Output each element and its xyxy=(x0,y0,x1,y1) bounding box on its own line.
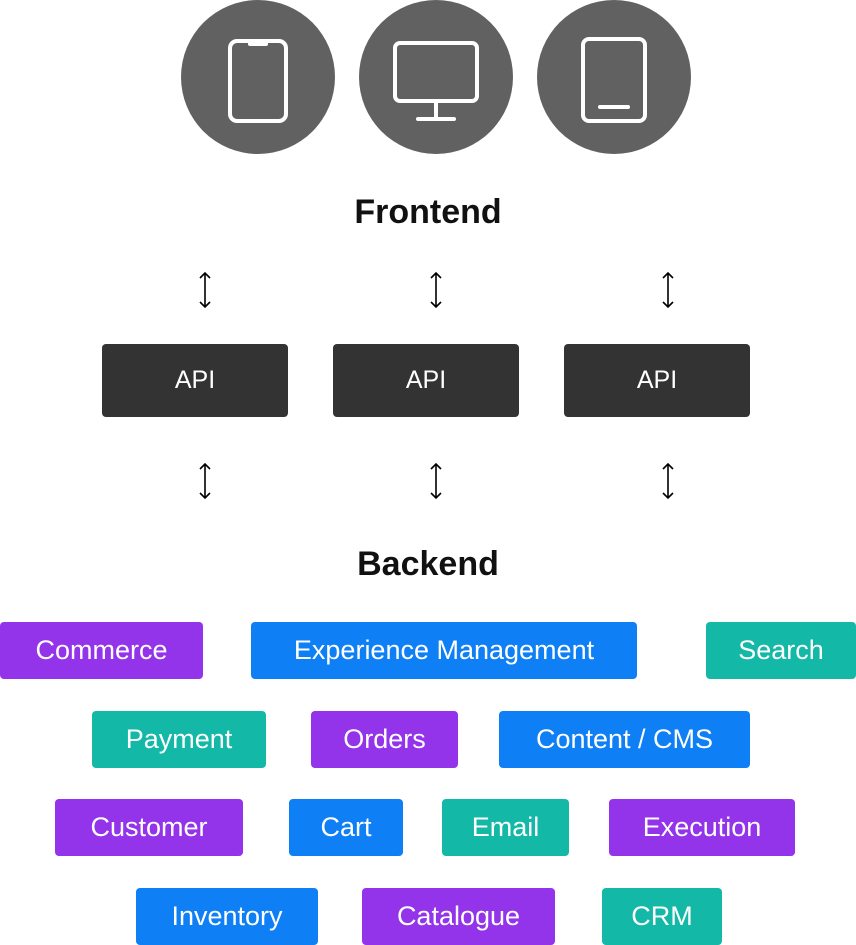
bidirectional-arrow-icon xyxy=(199,462,211,500)
device-phone xyxy=(181,0,335,154)
api-box: API xyxy=(102,344,288,417)
service-payment: Payment xyxy=(92,711,266,768)
service-customer: Customer xyxy=(55,799,243,856)
service-crm: CRM xyxy=(602,888,722,945)
service-inventory: Inventory xyxy=(136,888,318,945)
bidirectional-arrow-icon xyxy=(662,271,674,309)
service-catalogue: Catalogue xyxy=(362,888,555,945)
bidirectional-arrow-icon xyxy=(430,462,442,500)
api-box: API xyxy=(333,344,519,417)
api-box: API xyxy=(564,344,750,417)
bidirectional-arrow-icon xyxy=(662,462,674,500)
bidirectional-arrow-icon xyxy=(430,271,442,309)
service-commerce: Commerce xyxy=(0,622,203,679)
device-tablet xyxy=(537,0,691,154)
service-execution: Execution xyxy=(609,799,795,856)
bidirectional-arrow-icon xyxy=(199,271,211,309)
desktop-monitor-icon xyxy=(393,41,479,121)
frontend-heading: Frontend xyxy=(354,193,502,231)
service-email: Email xyxy=(442,799,569,856)
backend-heading: Backend xyxy=(357,545,499,583)
device-desktop xyxy=(359,0,513,154)
service-content-cms: Content / CMS xyxy=(499,711,750,768)
service-search: Search xyxy=(706,622,856,679)
tablet-icon xyxy=(581,37,647,123)
service-orders: Orders xyxy=(311,711,458,768)
smartphone-icon xyxy=(228,39,288,123)
service-cart: Cart xyxy=(289,799,403,856)
service-experience-management: Experience Management xyxy=(251,622,637,679)
